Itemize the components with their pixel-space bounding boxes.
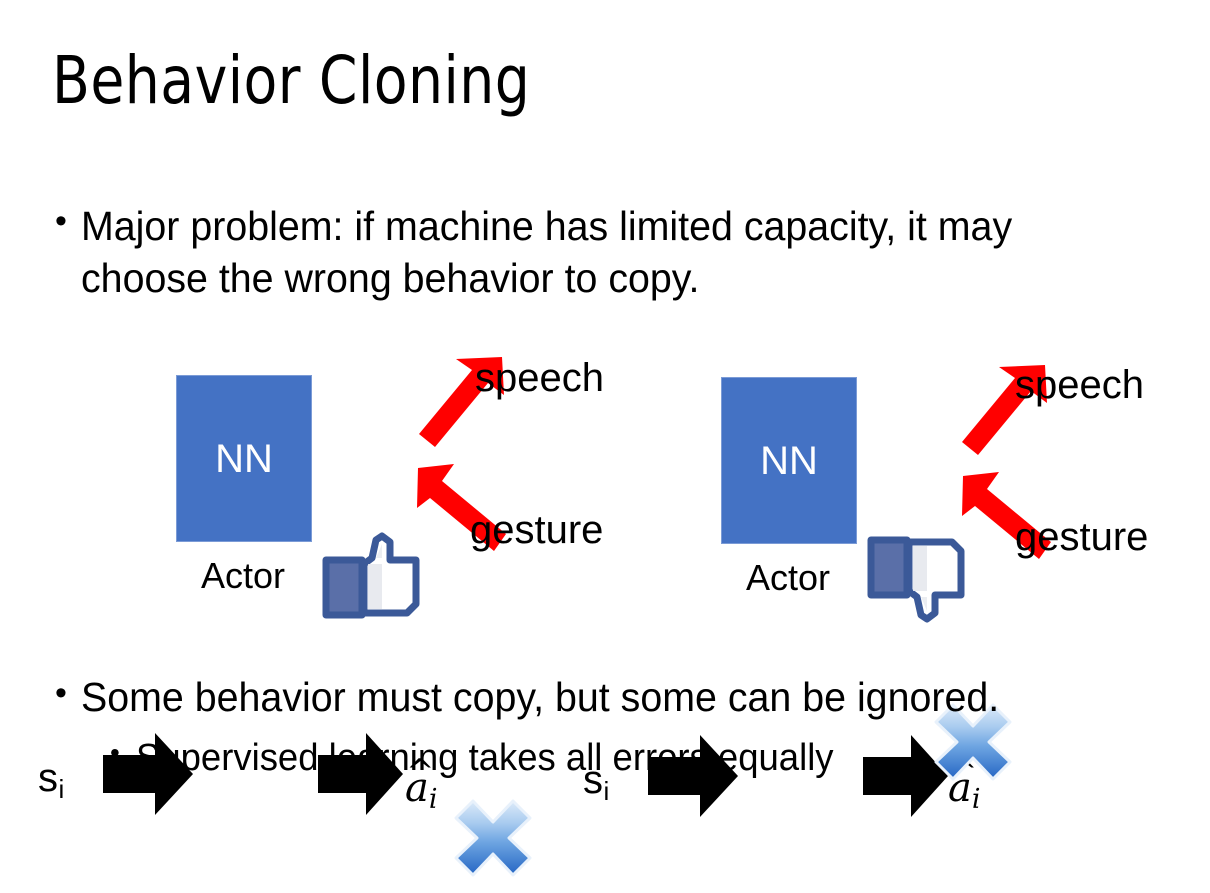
branch-label-speech-right: speech bbox=[1015, 363, 1144, 407]
input-arrow-right bbox=[648, 735, 738, 817]
state-subscript: i bbox=[603, 776, 610, 807]
bullet-marker-icon: • bbox=[55, 202, 67, 240]
bullet-text: Some behavior must copy, but some can be… bbox=[81, 674, 1000, 720]
nn-box-right: NN bbox=[721, 377, 857, 544]
thumbs-up-icon bbox=[320, 530, 430, 625]
branch-label-gesture-left: gesture bbox=[470, 508, 604, 552]
action-subscript: i bbox=[971, 783, 981, 815]
branch-arrow-gesture-right bbox=[957, 470, 1057, 570]
thumbs-down-icon bbox=[865, 530, 975, 625]
bullet-text: Major problem: if machine has limited ca… bbox=[81, 203, 1013, 302]
bullet-text: Supervised learning takes all errors equ… bbox=[136, 737, 834, 779]
cross-icon-speech-right bbox=[923, 692, 1023, 792]
output-arrow-left bbox=[318, 733, 403, 815]
state-symbol: s bbox=[583, 758, 603, 802]
bullet-supervised-learning: • Supervised learning takes all errors e… bbox=[110, 735, 1160, 783]
action-subscript: i bbox=[428, 783, 438, 815]
branch-arrow-speech-right bbox=[957, 360, 1052, 460]
branch-label-gesture-right: gesture bbox=[1015, 515, 1149, 559]
action-symbol: a bbox=[405, 765, 429, 811]
actor-label-right: Actor bbox=[745, 557, 831, 598]
nn-label: NN bbox=[215, 436, 273, 481]
bullet-some-behavior: • Some behavior must copy, but some can … bbox=[55, 672, 1165, 723]
diagram-right: si NN Actor ^ai bbox=[565, 340, 1149, 817]
state-label-right: si bbox=[583, 760, 609, 804]
output-arrow-right bbox=[863, 735, 948, 817]
nn-label: NN bbox=[760, 438, 818, 483]
actor-label-left: Actor bbox=[200, 555, 286, 596]
nn-box-left: NN bbox=[176, 375, 312, 542]
branch-arrow-speech-left bbox=[414, 352, 509, 452]
branch-arrow-gesture-left bbox=[412, 462, 512, 562]
page-title: Behavior Cloning bbox=[52, 42, 531, 119]
bullet-marker-icon: • bbox=[55, 674, 67, 712]
branch-label-speech-left: speech bbox=[475, 356, 604, 400]
bullet-major-problem: • Major problem: if machine has limited … bbox=[55, 200, 1145, 305]
diagram-left: si NN Actor ^ai bbox=[20, 340, 604, 877]
state-label-left: si bbox=[38, 758, 64, 802]
cross-icon-gesture-left bbox=[443, 788, 543, 888]
bullet-marker-icon: • bbox=[110, 737, 120, 768]
hat-accent-icon: ^ bbox=[406, 752, 435, 792]
input-arrow-left bbox=[103, 733, 193, 815]
action-label-left: ^ai bbox=[405, 755, 438, 815]
state-symbol: s bbox=[38, 756, 58, 800]
state-subscript: i bbox=[58, 774, 65, 805]
